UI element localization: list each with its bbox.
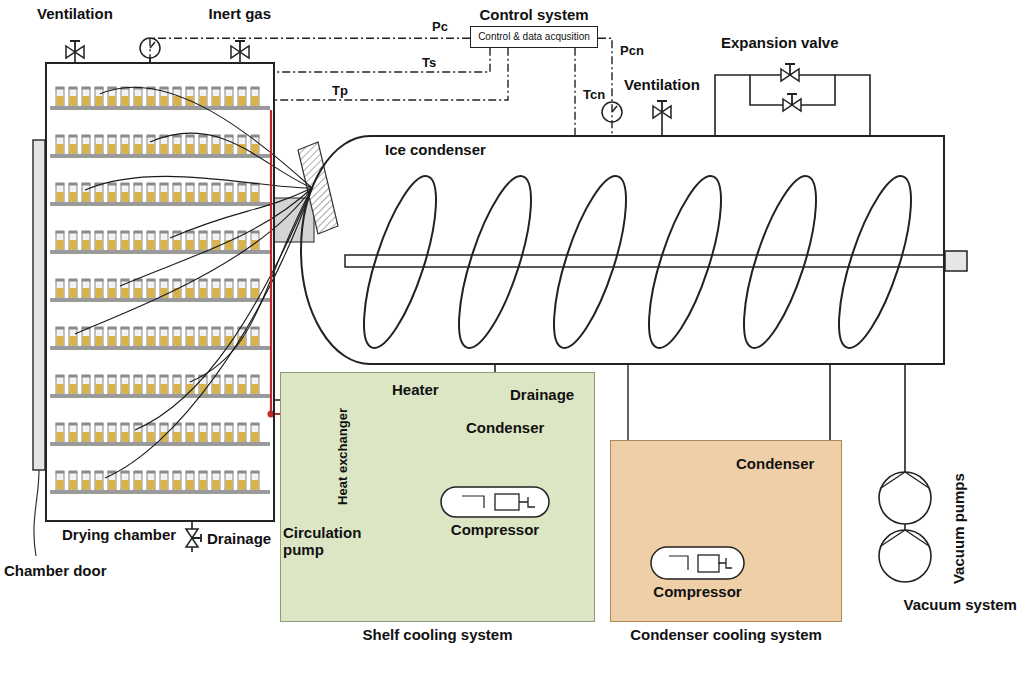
vacuum-pump <box>879 530 931 582</box>
compressor-motor <box>698 555 719 572</box>
signal-label: Pc <box>430 20 450 34</box>
ventilation-valve <box>653 101 671 118</box>
shelf <box>50 470 270 494</box>
valve-label: Inert gas <box>209 5 272 22</box>
drying-chamber-outline <box>45 62 275 522</box>
part-label: Chamber door <box>4 562 107 579</box>
condenser-tube <box>345 255 945 267</box>
shelf-rows <box>50 86 270 494</box>
compressor-label: Compressor <box>451 521 539 538</box>
signal-label: Tcn <box>581 88 607 102</box>
expansion-valve <box>781 64 799 81</box>
vessel-label: Ice condenser <box>382 141 489 158</box>
shelf <box>50 134 270 158</box>
signal-line <box>275 48 490 72</box>
shelf <box>50 230 270 254</box>
drain-label: Drainage <box>510 386 574 403</box>
shelf <box>50 278 270 302</box>
shelf <box>50 182 270 206</box>
shelf <box>50 86 270 110</box>
drain-valve <box>186 529 201 547</box>
valve-label: Expansion valve <box>721 34 839 51</box>
control-box-outline: Control & data acqusition <box>470 26 598 48</box>
leader-line <box>34 470 39 556</box>
shelf <box>50 422 270 446</box>
thermocouple-wires <box>75 87 312 478</box>
signal-label: Pcn <box>618 44 646 58</box>
compressor-label: Compressor <box>653 583 741 600</box>
compressor-symbol <box>650 546 745 580</box>
vessel-outline <box>300 135 945 365</box>
compressor-motor <box>495 494 519 510</box>
shelf-cooling-panel: Shelf cooling system Compressor <box>280 372 595 643</box>
compressor-outline <box>650 546 745 580</box>
part-label: Circulation pump <box>283 524 375 559</box>
box-heading: Condenser cooling system <box>610 626 842 643</box>
compressor-mark <box>462 496 484 508</box>
compressor-symbol <box>440 486 550 518</box>
compressor-shaft <box>519 497 535 507</box>
compressor-body <box>651 547 744 579</box>
valve-label: Ventilation <box>624 76 700 93</box>
pump-mark <box>881 472 929 488</box>
system-label: Vacuum system <box>904 596 1017 613</box>
vacuum-pump <box>879 472 931 524</box>
shelf <box>50 374 270 398</box>
compressor: Compressor <box>650 546 745 600</box>
part-label: Condenser <box>736 455 814 472</box>
pump-mark <box>881 530 929 546</box>
signal-line <box>598 38 612 135</box>
ventilation-valve <box>66 41 84 58</box>
inert-gas-valve <box>231 41 249 58</box>
valve-label: Ventilation <box>37 5 113 22</box>
compressor-outline <box>440 486 550 518</box>
compressor-shaft <box>718 558 732 568</box>
box-heading: Shelf cooling system <box>280 626 595 643</box>
signal-label: Ts <box>420 56 438 70</box>
box-text: Control & data acqusition <box>476 31 592 43</box>
condenser-coil <box>349 169 925 355</box>
box-heading: Control system <box>479 6 588 23</box>
signal-line <box>574 48 575 135</box>
part-label: Condenser <box>466 419 544 436</box>
vessel-shell <box>301 136 944 364</box>
part-label: Vacuum pumps <box>949 473 966 584</box>
drying-chamber: Drying chamber <box>45 62 275 543</box>
signal-line <box>275 48 508 100</box>
chamber-door <box>33 140 45 470</box>
signal-label: Tp <box>330 84 350 98</box>
part-label: Heat exchanger <box>335 408 350 505</box>
drain-label: Drainage <box>207 530 271 547</box>
condenser-end-cap <box>945 251 967 271</box>
part-label: Heater <box>392 381 439 398</box>
compressor-body <box>441 487 549 517</box>
compressor: Compressor <box>440 486 550 538</box>
ice-condenser: Ice condenser <box>300 135 945 365</box>
expansion-valve <box>783 94 801 111</box>
control-box: Control systemControl & data acqusition <box>470 6 598 48</box>
compressor-mark <box>669 556 688 570</box>
